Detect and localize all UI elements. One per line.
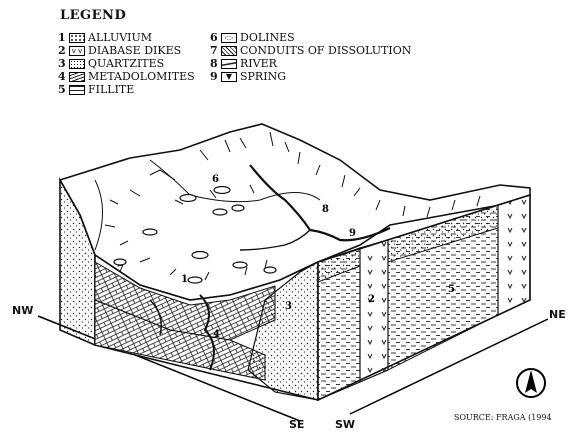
legend-item-diabase-dikes: 2 v v DIABASE DIKES: [58, 44, 181, 57]
block-label-1: 1: [181, 274, 188, 285]
north-arrow-icon: [517, 369, 545, 397]
quartzites-pattern-icon: [69, 59, 85, 69]
legend-title: LEGEND: [60, 8, 126, 23]
legend-number: 2: [58, 44, 68, 57]
legend-item-river: 8 RIVER: [210, 57, 277, 70]
legend-number: 5: [58, 83, 68, 96]
legend-label: SPRING: [240, 70, 286, 83]
block-label-8: 8: [322, 204, 329, 215]
legend-item-metadolomites: 4 METADOLOMITES: [58, 70, 195, 83]
legend-number: 3: [58, 57, 68, 70]
fillite-pattern-icon: [69, 85, 85, 95]
legend-item-alluvium: 1 ALLUVIUM: [58, 31, 152, 44]
river-pattern-icon: [221, 59, 237, 69]
block-label-9: 9: [349, 228, 356, 239]
block-label-5: 5: [448, 284, 455, 295]
legend-label: CONDUITS OF DISSOLUTION: [240, 44, 411, 57]
legend-number: 9: [210, 70, 220, 83]
legend-item-spring: 9 ▼ SPRING: [210, 70, 286, 83]
legend-item-conduits: 7 CONDUITS OF DISSOLUTION: [210, 44, 411, 57]
alluvium-pattern-icon: [69, 33, 85, 43]
block-label-6: 6: [212, 174, 219, 185]
legend-number: 7: [210, 44, 220, 57]
block-label-2: 2: [368, 294, 375, 305]
conduits-pattern-icon: [221, 46, 237, 56]
legend-item-quartzites: 3 QUARTZITES: [58, 57, 164, 70]
legend-label: DIABASE DIKES: [88, 44, 181, 57]
spring-pattern-icon: ▼: [221, 72, 237, 82]
legend-number: 1: [58, 31, 68, 44]
legend-item-dolines: 6 DOLINES: [210, 31, 295, 44]
legend-label: ALLUVIUM: [88, 31, 152, 44]
block-label-4: 4: [213, 329, 220, 340]
diabase-dikes-pattern-icon: v v: [69, 46, 85, 56]
direction-label-se: SE: [289, 418, 304, 431]
source-credit: SOURCE: FRAGA (1994: [454, 413, 552, 422]
direction-label-nw: NW: [12, 304, 33, 317]
legend-label: RIVER: [240, 57, 277, 70]
legend-label: FILLITE: [88, 83, 134, 96]
metadolomites-pattern-icon: [69, 72, 85, 82]
direction-label-sw: SW: [335, 418, 355, 431]
legend-number: 4: [58, 70, 68, 83]
legend-label: QUARTZITES: [88, 57, 164, 70]
legend-label: METADOLOMITES: [88, 70, 195, 83]
block-label-3: 3: [285, 301, 292, 312]
legend-number: 8: [210, 57, 220, 70]
legend-item-fillite: 5 FILLITE: [58, 83, 134, 96]
dolines-pattern-icon: [221, 33, 237, 43]
legend-number: 6: [210, 31, 220, 44]
legend-label: DOLINES: [240, 31, 295, 44]
block-label-7: 7: [117, 264, 124, 275]
direction-label-ne: NE: [549, 308, 566, 321]
